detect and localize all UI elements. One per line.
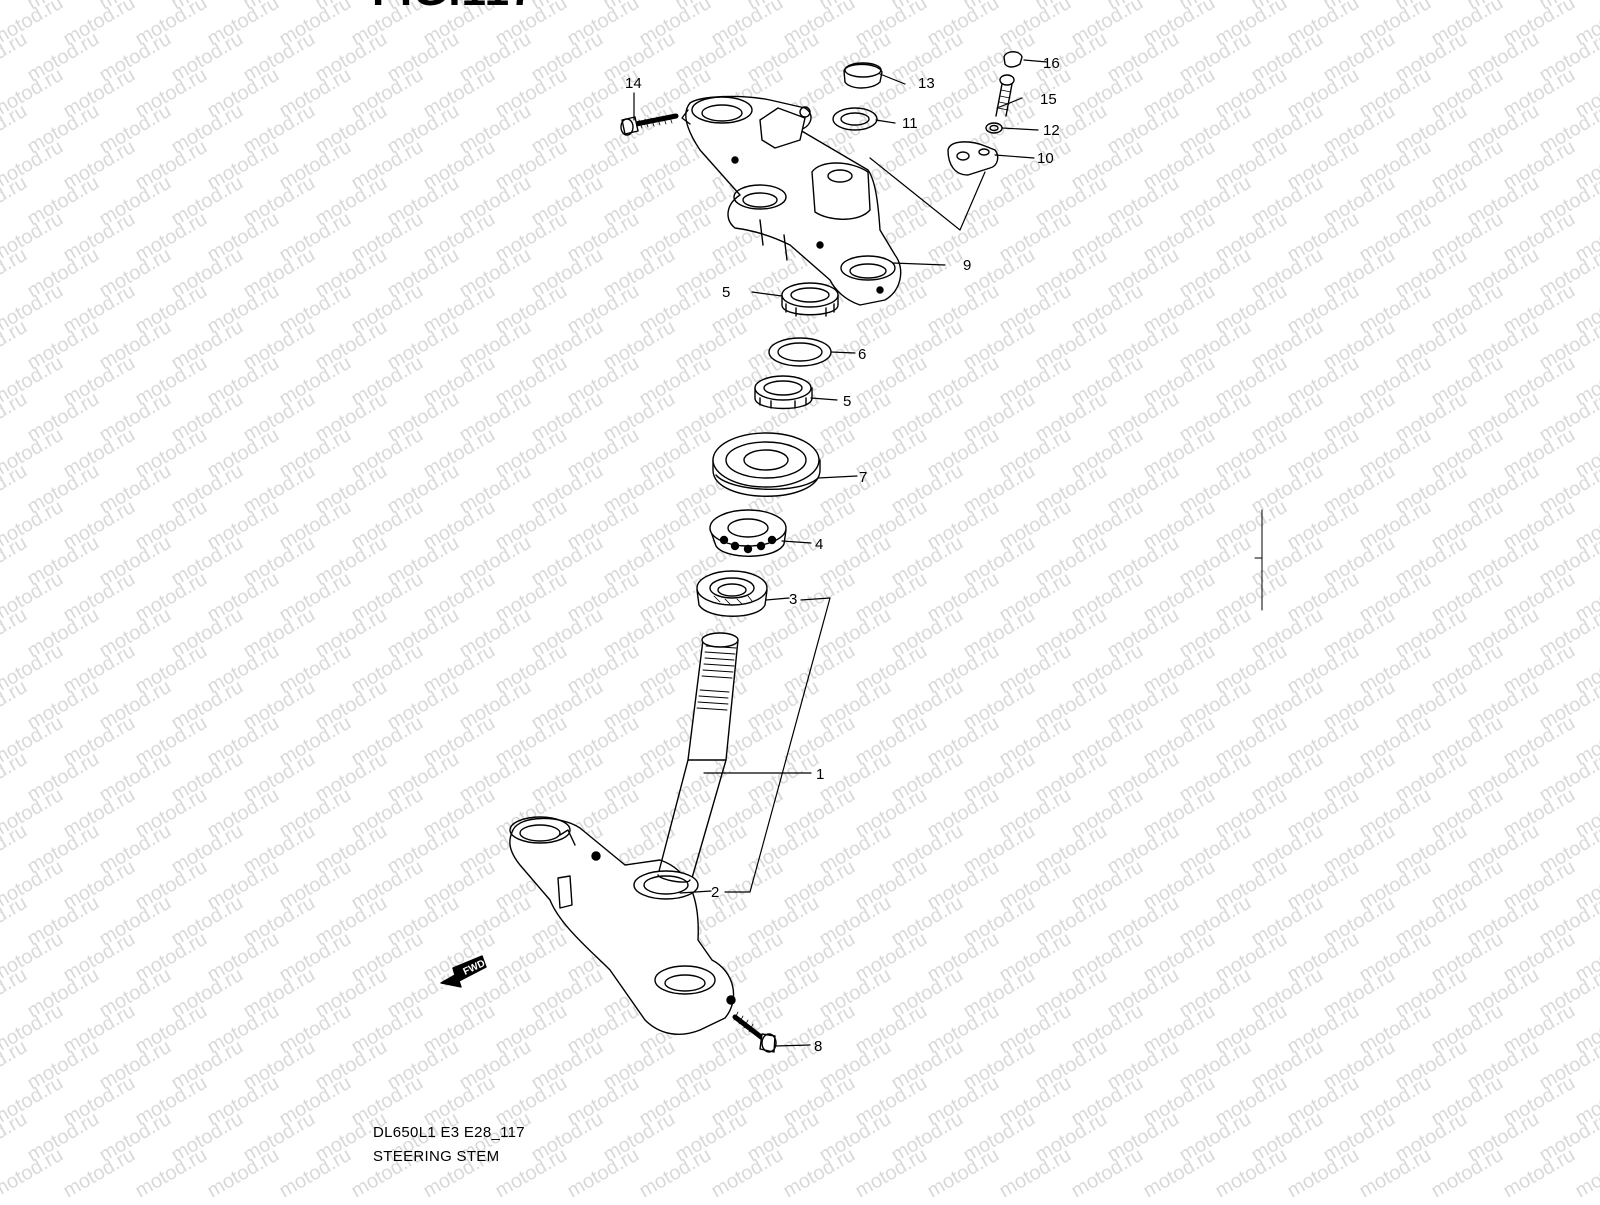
diagram-code: DL650L1 E3 E28_117	[373, 1124, 525, 1141]
callout-7: 7	[859, 469, 867, 486]
callout-6: 6	[858, 346, 866, 363]
callout-3: 3	[789, 591, 797, 608]
watermark-text: motod.ru	[0, 1108, 31, 1167]
watermark-text: motod.ru	[0, 244, 31, 303]
diagram-name: STEERING STEM	[373, 1148, 499, 1165]
watermark-text: motod.ru	[0, 676, 31, 735]
figure-title: FIG.117	[372, 0, 536, 16]
callout-13: 10	[1037, 150, 1054, 167]
callout-10: 14	[625, 75, 642, 92]
callout-4: 4	[815, 536, 823, 553]
callout-9: 9	[963, 257, 971, 274]
callout-1: 1	[816, 766, 824, 783]
callout-14: 15	[1040, 91, 1057, 108]
cap-nut-11	[844, 63, 882, 88]
watermark-text: motod.ru	[0, 388, 31, 447]
watermark-text: motod.ru	[0, 892, 31, 951]
callout-5-upper: 5	[722, 284, 730, 301]
lock-washer-6	[769, 338, 831, 366]
watermark-text: motod.ru	[0, 460, 31, 519]
callout-8: 8	[814, 1038, 822, 1055]
watermark-text: motod.ru	[0, 748, 31, 807]
watermark-text: motod.ru	[0, 1036, 31, 1095]
watermark-text: motod.ru	[0, 820, 31, 879]
watermark-text: motod.ru	[0, 172, 31, 231]
callout-5-lower: 5	[843, 393, 851, 410]
callout-2: 2	[711, 884, 719, 901]
callout-12: 11	[902, 115, 918, 132]
stem-nut-5-upper	[782, 283, 838, 316]
bearing-3	[697, 571, 767, 616]
dust-seal-7	[713, 433, 820, 496]
watermark-text: motod.ru	[0, 532, 31, 591]
watermark-text: motod.ru	[0, 316, 31, 375]
callout-16: 16	[1043, 55, 1060, 72]
watermark-text: motod.ru	[0, 964, 31, 1023]
watermark-text: motod.ru	[0, 28, 31, 87]
callout-15: 12	[1043, 122, 1060, 139]
stem-nut-5-lower	[755, 376, 812, 409]
cap-16	[1004, 52, 1022, 67]
bearing-4	[710, 510, 786, 556]
watermark-text: motod.ru	[1572, 1144, 1600, 1200]
callout-11: 13	[918, 75, 935, 92]
watermark-text: motod.ru	[0, 604, 31, 663]
watermark-text: motod.ru	[0, 100, 31, 159]
